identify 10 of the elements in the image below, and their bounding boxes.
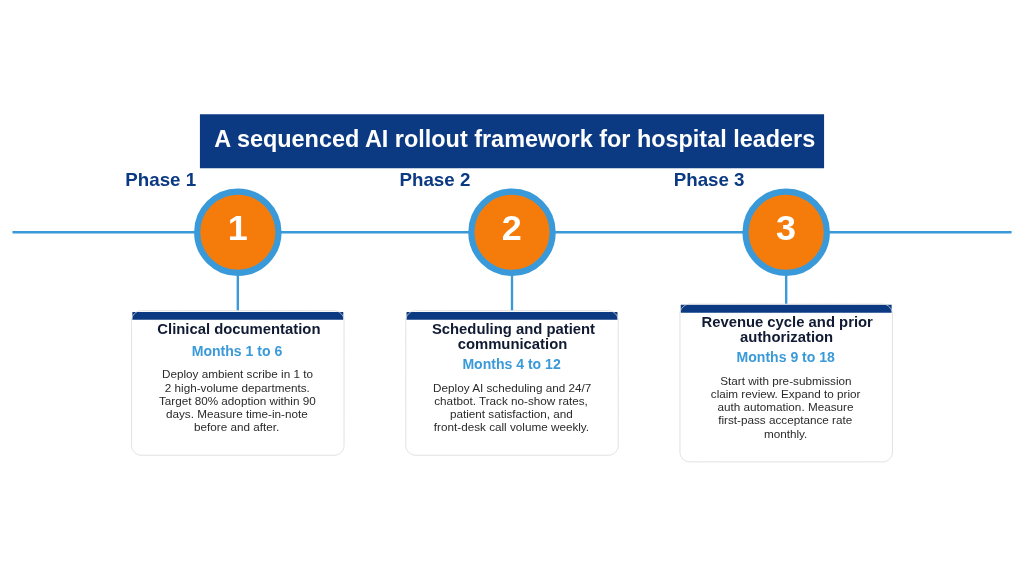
node-label: Phase 2 xyxy=(399,167,471,189)
node-label: Phase 3 xyxy=(673,167,745,189)
diagram-title: A sequenced AI rollout framework for hospital leaders xyxy=(214,125,816,152)
node-text: Scheduling and patient communication Months 4 to 12 Deploy AI scheduling and 24/7 chatbot. Track no-show rates, patient satisfaction, and front-desk call volume weekly. xyxy=(431,320,596,433)
node-circle: 1 xyxy=(194,187,282,276)
node-text: Clinical documentation Months 1 to 6 Deploy ambient scribe in 1 to 2 high-volume departments. Target 80% adoption within 90 days. Measure time-in-note before and after. xyxy=(157,320,321,433)
node-circle: 2 xyxy=(468,187,556,276)
node-text: Revenue cycle and prior authorization Months 9 to 18 Start with pre-submission claim review. Expand to prior auth automation. Measure first-pass acceptance rate monthly. xyxy=(701,313,873,440)
node-label: Phase 1 xyxy=(125,167,197,189)
node-circle: 3 xyxy=(742,187,830,276)
